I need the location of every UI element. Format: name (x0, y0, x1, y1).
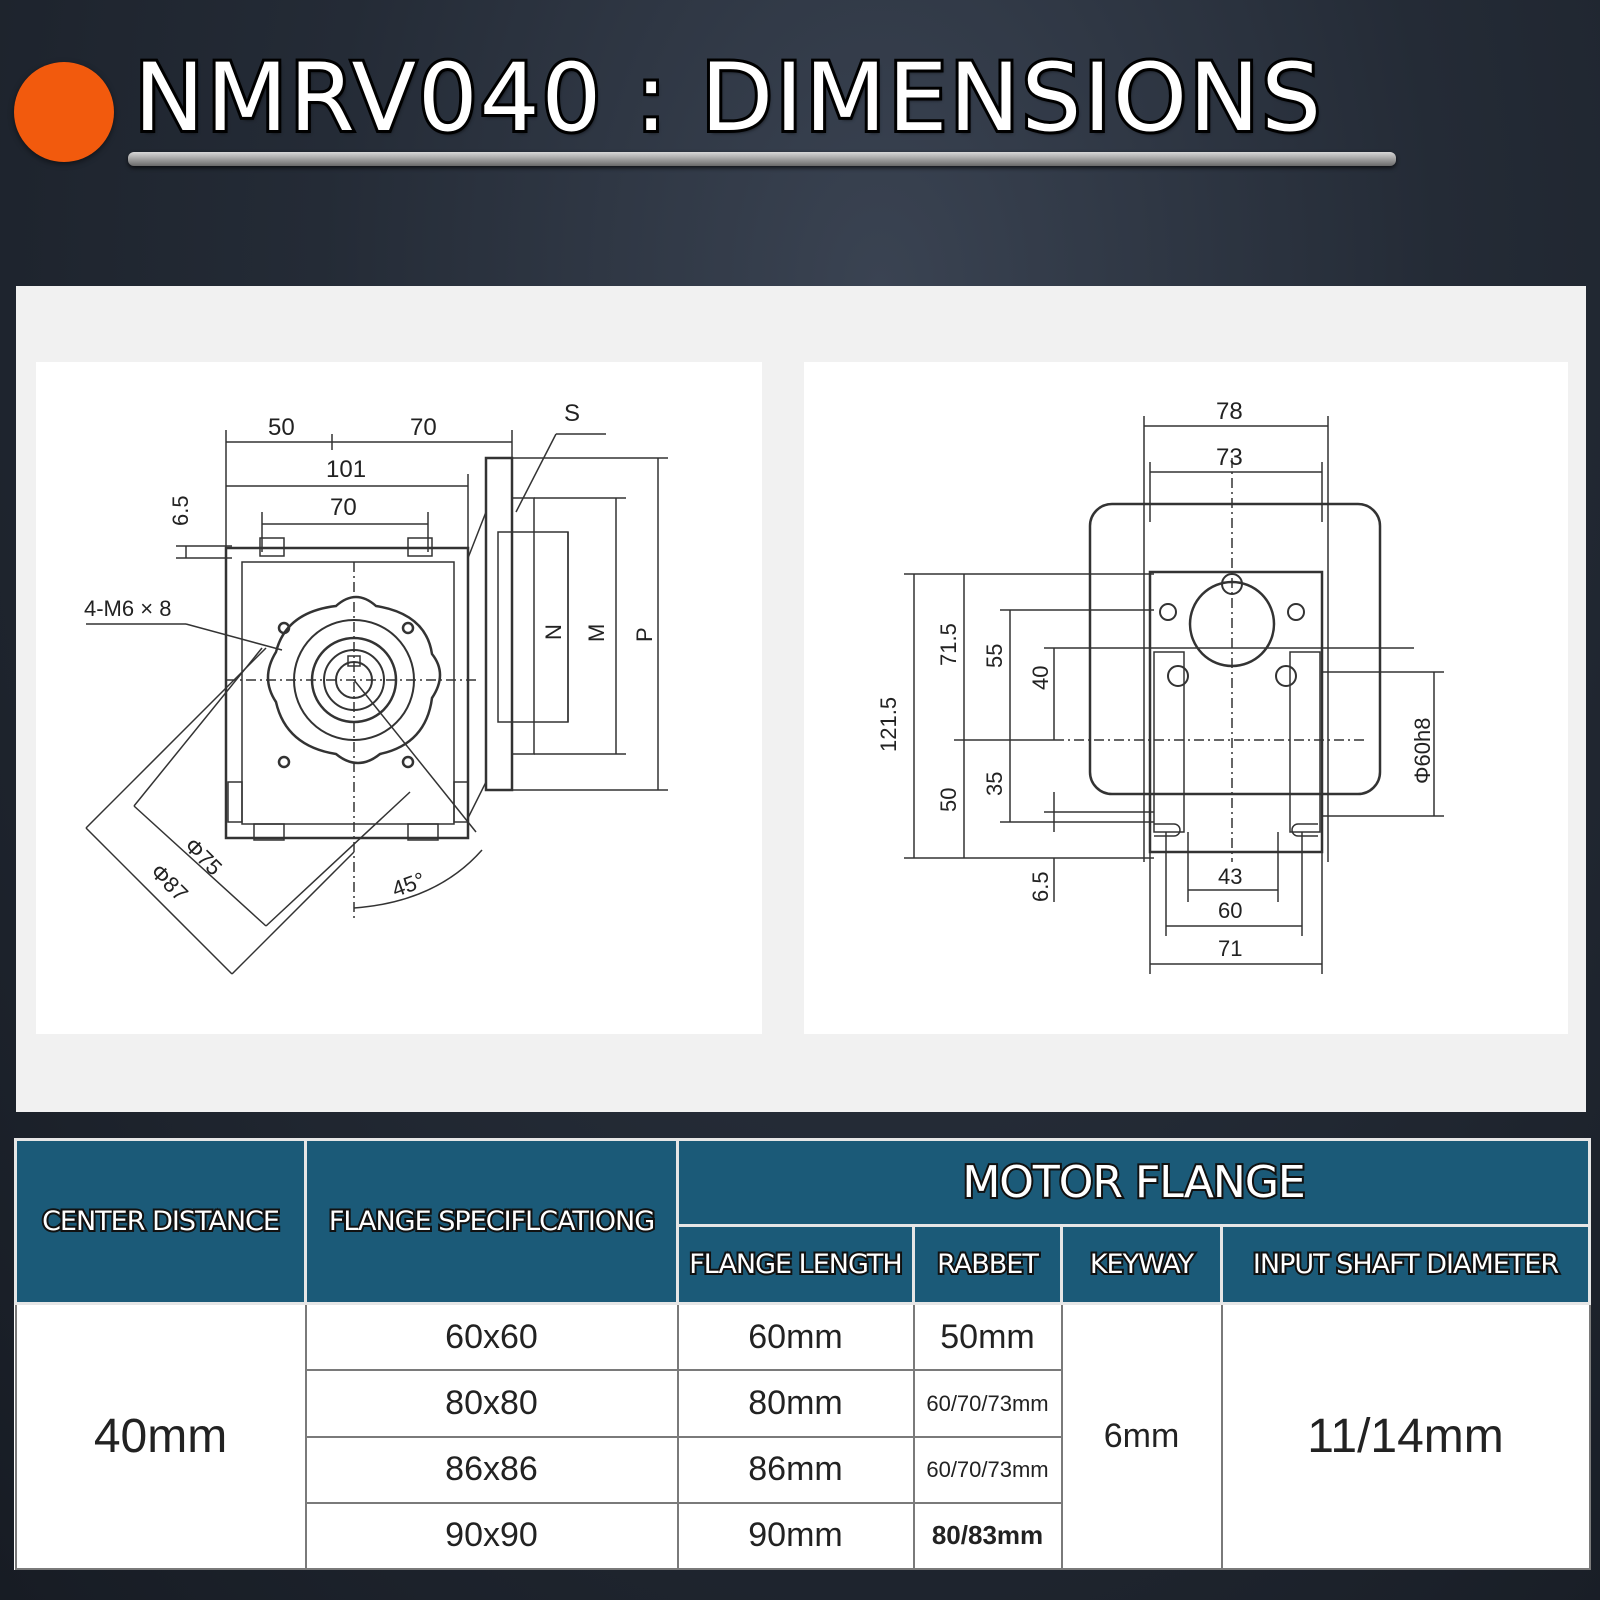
cell-rabbet: 60/70/73mm (912, 1369, 1063, 1438)
dim-bottom-43: 43 (1218, 864, 1243, 889)
side-view-svg (85, 430, 668, 975)
dim-bottom-71: 71 (1218, 936, 1243, 961)
dim-35: 35 (982, 771, 1007, 796)
cell-rabbet: 50mm (912, 1302, 1063, 1372)
cell-center-distance: 40mm (14, 1302, 307, 1570)
dim-n: N (541, 624, 566, 640)
cell-spec: 90x90 (304, 1501, 679, 1571)
title-underline (128, 152, 1396, 166)
header-center-distance: CENTER DISTANCE (14, 1138, 307, 1305)
page-title: NMRV040 : DIMENSIONS (131, 41, 1324, 156)
cell-spec: 86x86 (304, 1435, 679, 1504)
dim-top-left: 50 (268, 414, 295, 441)
header: NMRV040 : DIMENSIONS (0, 0, 1600, 200)
table-row: 90x90 90mm 80/83mm (16, 1501, 1590, 1571)
dim-m: M (584, 623, 609, 642)
orange-bullet-icon (14, 62, 114, 162)
dim-offset: 6.5 (168, 495, 193, 526)
drawing-area: 50 70 101 70 S 6.5 4-M6 × 8 N M P Φ75 Φ8… (16, 286, 1586, 1112)
front-view-svg (904, 416, 1444, 974)
dim-55: 55 (982, 643, 1007, 668)
dim-overall: 101 (326, 456, 367, 483)
dim-shaft: Φ60h8 (1410, 717, 1435, 785)
dim-s: S (564, 400, 581, 427)
header-motor-flange: MOTOR FLANGE (675, 1138, 1592, 1227)
spec-table-grid: CENTER DISTANCE FLANGE SPECIFLCATIONG MO… (14, 1138, 1592, 1571)
dim-top-inner: 73 (1216, 444, 1243, 471)
dim-height-total: 121.5 (876, 696, 901, 752)
header-flange-spec: FLANGE SPECIFLCATIONG (304, 1138, 679, 1305)
cell-spec: 80x80 (304, 1369, 679, 1438)
header-keyway: KEYWAY (1060, 1224, 1223, 1305)
dim-p: P (632, 627, 657, 642)
dim-offset-right: 6.5 (1028, 871, 1053, 902)
table-row: 80x80 80mm 60/70/73mm (16, 1369, 1590, 1438)
cell-rabbet: 60/70/73mm (912, 1435, 1063, 1504)
dim-upper: 71.5 (936, 623, 961, 666)
header-flange-length: FLANGE LENGTH (676, 1224, 915, 1305)
cell-length: 86mm (676, 1435, 915, 1504)
dim-40: 40 (1028, 665, 1053, 690)
cell-spec: 60x60 (304, 1302, 679, 1372)
dim-top-outer: 78 (1216, 398, 1243, 425)
dim-bottom-60: 60 (1218, 898, 1243, 923)
cell-keyway: 6mm (1060, 1302, 1223, 1570)
dim-inner: 70 (330, 494, 357, 521)
table-row: 86x86 86mm 60/70/73mm (16, 1435, 1590, 1504)
side-view-drawing: 50 70 101 70 S 6.5 4-M6 × 8 N M P Φ75 Φ8… (36, 362, 762, 1034)
cell-length: 90mm (676, 1501, 915, 1571)
dim-50: 50 (936, 787, 961, 812)
cell-length: 60mm (676, 1302, 915, 1372)
cell-rabbet: 80/83mm (912, 1501, 1063, 1571)
table-row: 40mm 60x60 60mm 50mm 6mm 11/14mm (14, 1302, 1591, 1570)
cell-length: 80mm (676, 1369, 915, 1438)
dim-top-right: 70 (410, 414, 437, 441)
dim-thread: 4-M6 × 8 (84, 596, 172, 621)
cell-input-shaft: 11/14mm (1220, 1302, 1591, 1570)
header-input-shaft: INPUT SHAFT DIAMETER (1219, 1224, 1592, 1305)
spec-table: CENTER DISTANCE FLANGE SPECIFLCATIONG MO… (14, 1138, 1592, 1571)
header-rabbet: RABBET (912, 1224, 1063, 1305)
front-view-drawing: 78 73 121.5 71.5 55 40 50 35 6.5 Φ60h8 4… (804, 362, 1568, 1034)
